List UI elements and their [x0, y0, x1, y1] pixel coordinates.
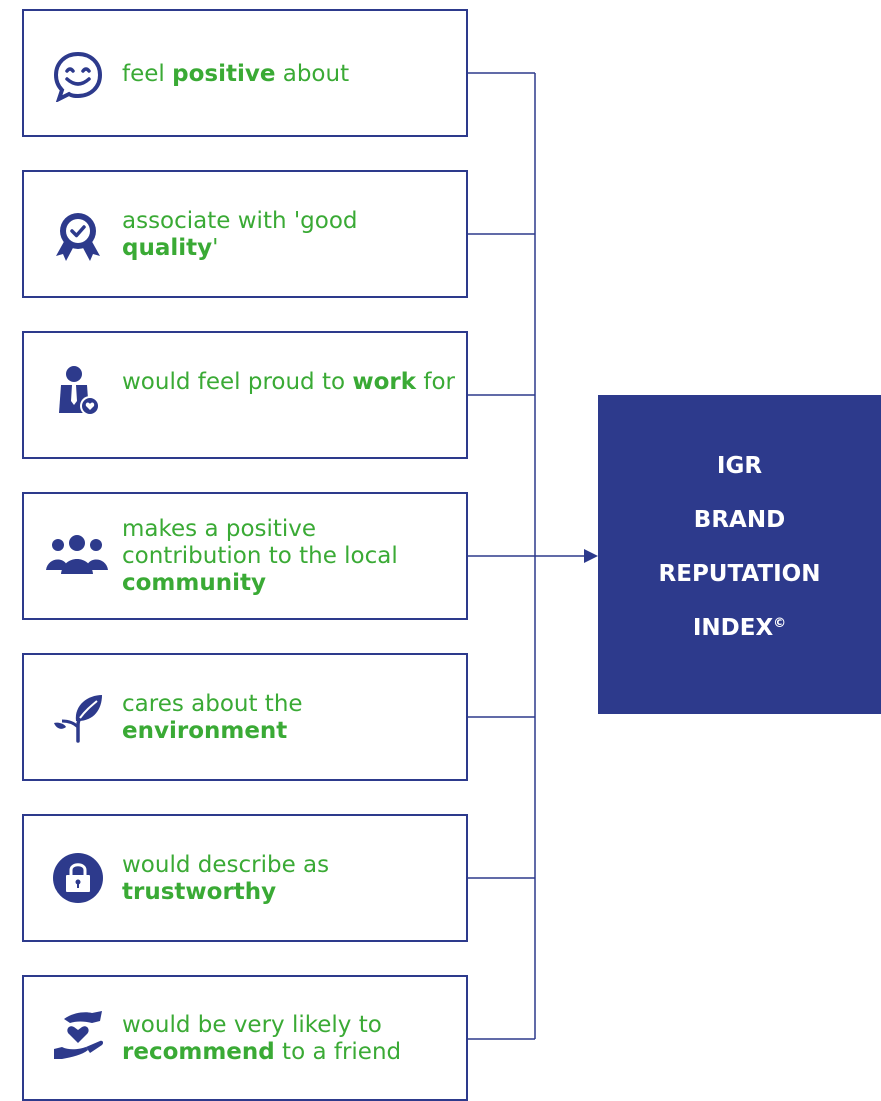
- index-title-line3: REPUTATION: [658, 561, 821, 587]
- criterion-label: would feel proud to work for: [122, 369, 456, 395]
- criterion-label: cares about the environment: [122, 691, 303, 744]
- brand-reputation-index-box: IGR BRAND REPUTATION INDEX©: [598, 395, 881, 714]
- padlock-icon: [52, 852, 104, 904]
- criterion-label: would describe as trustworthy: [122, 852, 330, 905]
- criterion-box-trustworthy: would describe as trustworthy: [22, 814, 468, 942]
- index-title-text: INDEX: [692, 615, 774, 641]
- smiley-chat-icon: [52, 50, 104, 102]
- criterion-box-community: makes a positive contribution to the loc…: [22, 492, 468, 620]
- criterion-label: feel positive about: [122, 61, 350, 87]
- index-title-line2: BRAND: [693, 507, 786, 533]
- quality-badge-icon: [52, 210, 104, 262]
- criterion-box-work: would feel proud to work for: [22, 331, 468, 459]
- leaf-sprout-icon: [52, 691, 104, 743]
- community-people-icon: [46, 532, 108, 584]
- index-title-line4: INDEX©: [598, 613, 881, 667]
- criterion-box-recommend: would be very likely to recommend to a f…: [22, 975, 468, 1101]
- criterion-box-environment: cares about the environment: [22, 653, 468, 781]
- criterion-label: associate with 'good quality': [122, 208, 358, 261]
- criterion-label: makes a positive contribution to the loc…: [122, 516, 398, 596]
- hands-heart-icon: [52, 1009, 104, 1061]
- copyright-mark: ©: [773, 616, 787, 631]
- index-title-line1: IGR: [716, 453, 763, 479]
- criterion-label: would be very likely to recommend to a f…: [122, 1012, 402, 1065]
- employee-heart-icon: [52, 365, 104, 417]
- arrow-head: [584, 549, 598, 563]
- criterion-box-positive: feel positive about: [22, 9, 468, 137]
- criterion-box-quality: associate with 'good quality': [22, 170, 468, 298]
